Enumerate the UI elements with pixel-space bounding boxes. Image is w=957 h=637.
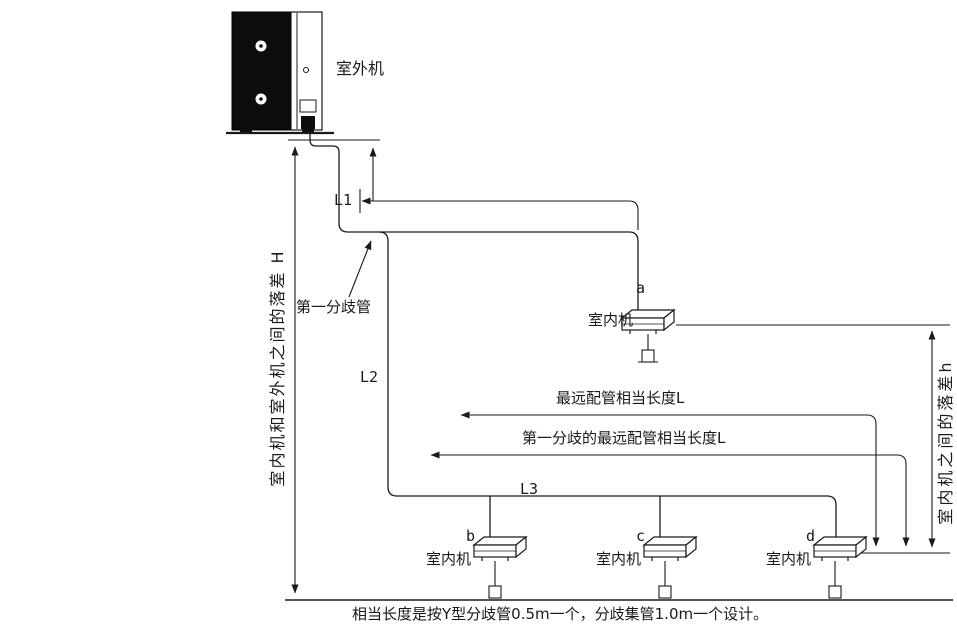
indoor-unit-d-graphic (813, 536, 867, 562)
unit-a-letter: a (636, 279, 646, 297)
first-branch-leader-arrow (348, 240, 372, 298)
farthest-length-dimension-line (460, 411, 880, 547)
unit-c-letter: c (636, 527, 646, 545)
indoor-unit-c-graphic (643, 536, 697, 562)
unit-b-stand-pad (488, 585, 502, 599)
outdoor-unit-graphic (226, 11, 334, 135)
l1-measurement-line (361, 197, 639, 230)
first-branch-pipe-label: 第一分歧管 (296, 298, 372, 316)
outdoor-unit-label: 室外机 (336, 59, 385, 78)
indoor-unit-b-graphic (473, 536, 527, 562)
outdoor-indoor-height-difference-label: 室内机和室外机之间的落差 H (268, 249, 287, 487)
farthest-pipe-length-label: 最远配管相当长度L (556, 389, 685, 407)
pipe-length-l1-label: L1 (334, 191, 353, 209)
dimension-lines (291, 146, 936, 594)
pipe-length-l3-label: L3 (520, 480, 539, 498)
reference-lines (285, 139, 953, 601)
indoor-units (473, 309, 867, 599)
indoor-unit-b-label: 室内机 (426, 550, 472, 568)
unit-a-stand-pad (641, 349, 655, 363)
pipe-to-unit-a (309, 133, 639, 311)
indoor-units-height-difference-label: 室内机之间的落差h (936, 359, 955, 525)
unit-d-letter: d (806, 527, 816, 545)
pipe-length-l2-label: L2 (360, 368, 379, 386)
indoor-unit-d-label: 室内机 (766, 550, 812, 568)
indoor-unit-a-label: 室内机 (588, 311, 634, 329)
first-branch-farthest-pipe-length-label: 第一分歧的最远配管相当长度L (522, 429, 726, 447)
unit-mount-stands (488, 334, 842, 599)
unit-b-letter: b (466, 527, 476, 545)
unit-d-stand-pad (828, 585, 842, 599)
equivalent-length-footnote: 相当长度是按Y型分歧管0.5m一个，分歧集管1.0m一个设计。 (352, 605, 769, 623)
unit-c-stand-pad (658, 585, 672, 599)
first-branch-farthest-length-dimension-line (430, 451, 910, 547)
indoor-unit-c-label: 室内机 (596, 550, 642, 568)
refrigerant-piping (309, 133, 837, 544)
pipe-branch-to-lower-units (378, 231, 837, 544)
